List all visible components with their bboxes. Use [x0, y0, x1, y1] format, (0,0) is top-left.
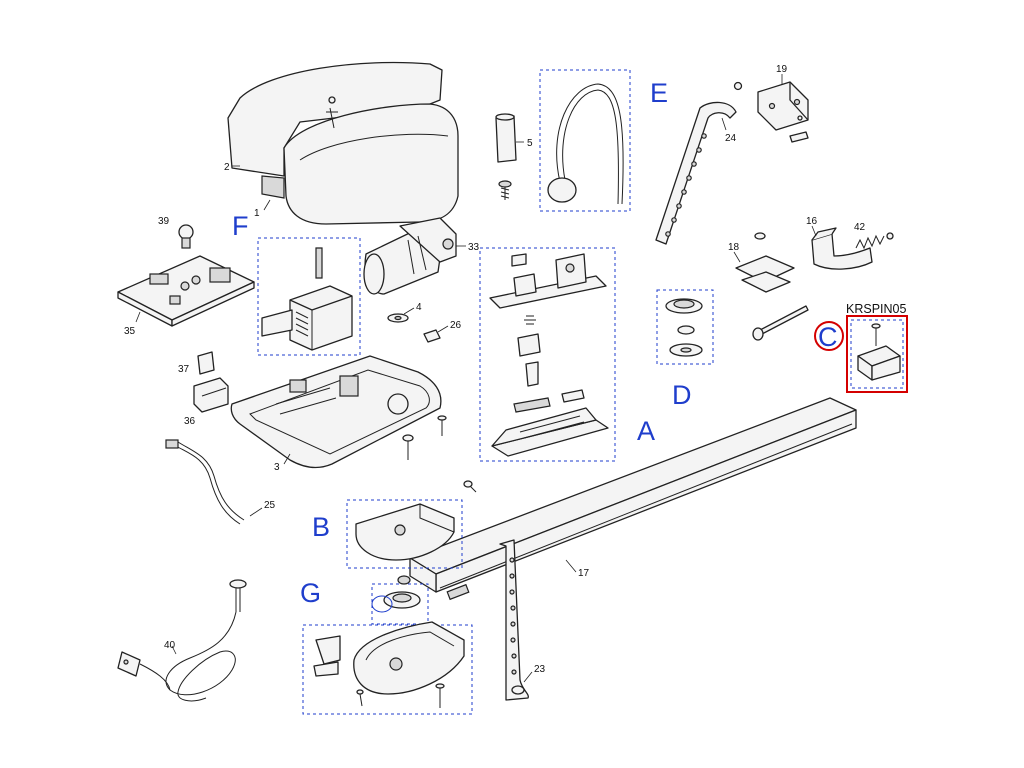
part-26-block — [423, 329, 441, 343]
group-label-b: B — [312, 512, 330, 542]
part-3-base — [230, 355, 442, 469]
group-e-box — [539, 69, 631, 212]
part-number-23: 23 — [534, 664, 546, 675]
part-25-cable — [165, 439, 245, 525]
part-number-37: 37 — [178, 364, 190, 375]
part-36-terminal — [193, 377, 229, 413]
part-35-circuit-board — [117, 255, 255, 327]
part-42-spring — [855, 232, 894, 250]
part-number-3: 3 — [274, 462, 280, 473]
highlight-box-c — [846, 315, 908, 393]
part-number-4: 4 — [416, 302, 422, 313]
leader-4 — [403, 307, 415, 315]
part-number-33: 33 — [468, 242, 480, 253]
part-number-26: 26 — [450, 320, 462, 331]
part-4-washer — [387, 313, 409, 323]
part-33-motor — [363, 217, 457, 295]
part-16-clamp — [811, 227, 873, 270]
part-number-35: 35 — [124, 326, 136, 337]
group-label-a: A — [637, 416, 655, 446]
motor-cover — [227, 61, 459, 225]
part-40-power-cord — [117, 579, 247, 702]
leader-25 — [249, 507, 263, 517]
base-screws — [402, 415, 477, 493]
part-5-sleeve — [495, 113, 517, 200]
group-label-f: F — [232, 211, 249, 241]
part-39-bulb — [178, 224, 194, 249]
highlight-circle-c — [814, 321, 844, 351]
part-number-42: 42 — [854, 222, 866, 233]
lower-housing — [313, 621, 465, 708]
leader-24 — [721, 117, 727, 131]
group-b-cover — [355, 503, 455, 561]
group-b-box — [346, 499, 463, 569]
part-number-1: 1 — [254, 208, 260, 219]
krspin05-part — [857, 323, 901, 381]
part-17-rail — [409, 397, 857, 601]
part-18-plate — [735, 232, 795, 293]
leader-26 — [437, 325, 449, 333]
lower-housing-box — [302, 624, 473, 715]
part-number-24: 24 — [725, 133, 737, 144]
part-number-19: 19 — [776, 64, 788, 75]
part-number-16: 16 — [806, 216, 818, 227]
group-label-g: G — [300, 578, 321, 608]
long-bolt — [752, 305, 809, 341]
leader-35 — [135, 311, 141, 323]
part-number-36: 36 — [184, 416, 196, 427]
leader-40 — [171, 645, 177, 655]
part-number-25: 25 — [264, 500, 276, 511]
highlight-part-code: KRSPIN05 — [846, 302, 906, 316]
group-label-d: D — [672, 380, 692, 410]
group-label-c: C — [818, 322, 838, 352]
part-37-connector — [197, 351, 215, 375]
part-24-bracket — [655, 81, 743, 245]
group-f-box — [257, 237, 361, 356]
transformer — [261, 247, 353, 351]
group-a-box — [479, 247, 616, 462]
leader-3 — [283, 453, 291, 465]
part-number-39: 39 — [158, 216, 170, 227]
drive-sprocket — [371, 575, 421, 613]
group-label-e: E — [650, 78, 668, 108]
part-number-17: 17 — [578, 568, 590, 579]
part-number-40: 40 — [164, 640, 176, 651]
part-19-wall-bracket — [757, 81, 809, 143]
leader-23 — [523, 671, 533, 683]
group-d-box — [656, 289, 714, 365]
carriage-assembly — [489, 253, 609, 457]
release-cord-knob — [547, 83, 624, 205]
group-c-box — [850, 319, 904, 389]
part-number-18: 18 — [728, 242, 740, 253]
leader-17 — [565, 559, 577, 573]
pulley-set — [665, 298, 703, 357]
part-number-2: 2 — [224, 162, 230, 173]
leader-18 — [733, 251, 741, 263]
part-23-strap — [499, 539, 529, 701]
part-number-5: 5 — [527, 138, 533, 149]
leader-16 — [811, 225, 817, 237]
leader-1 — [263, 199, 271, 211]
